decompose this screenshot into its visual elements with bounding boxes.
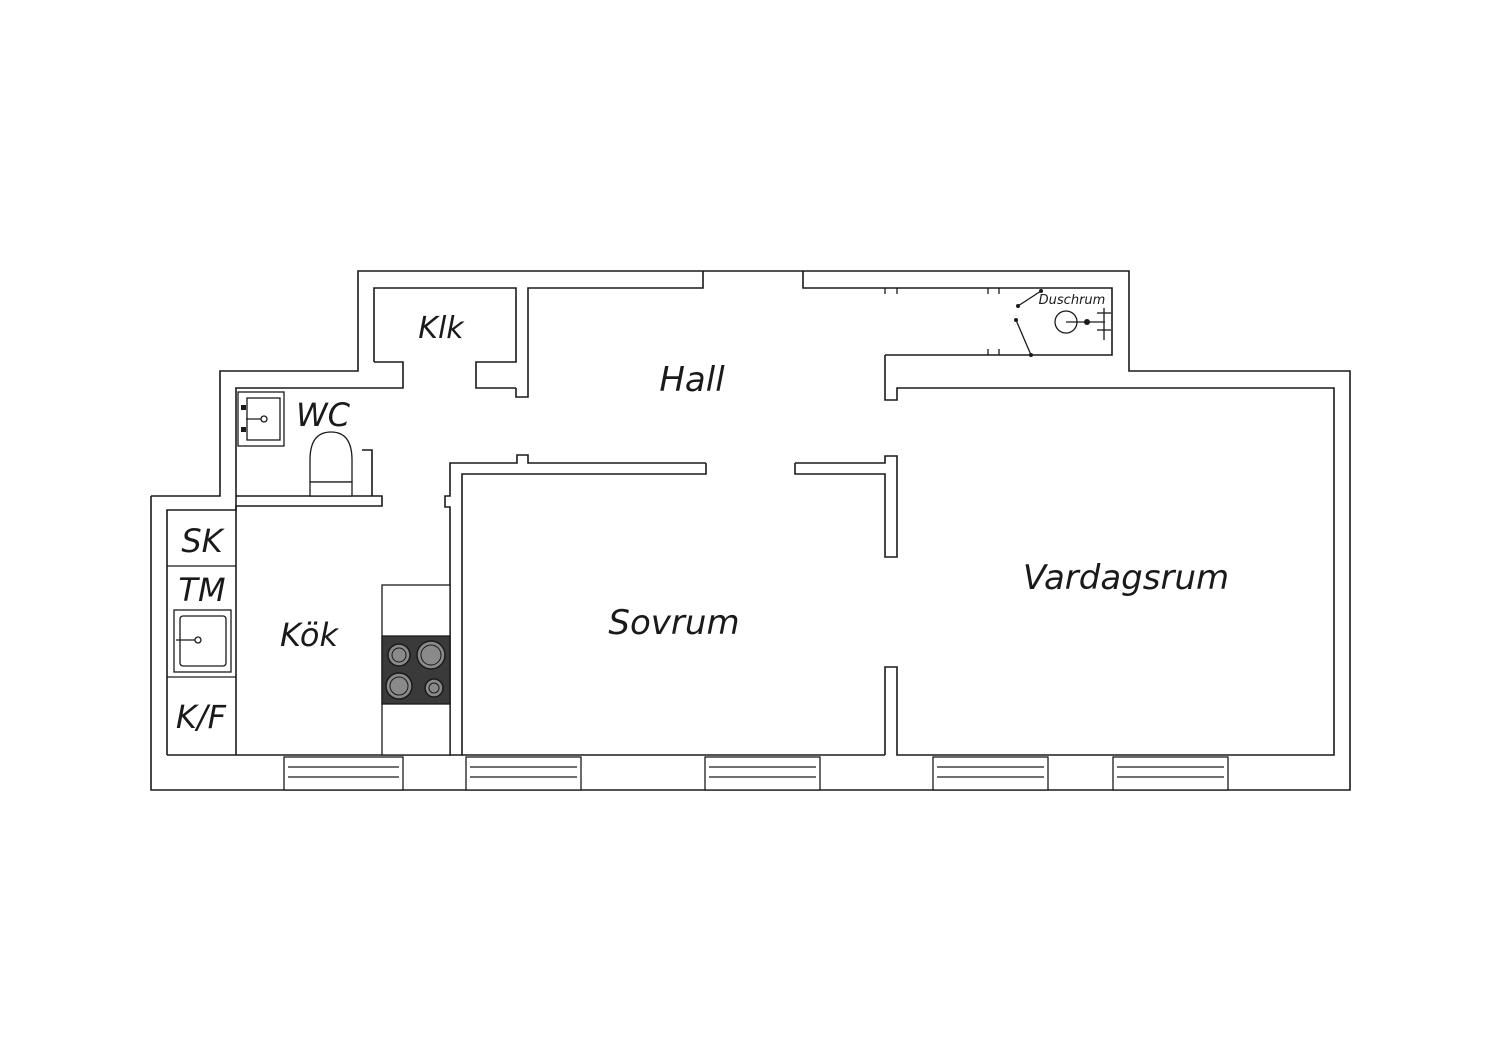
- shower-door-icon: [1017, 290, 1042, 307]
- room-label-duschrum: Duschrum: [1039, 293, 1106, 308]
- hall-vardagsrum-wall: [884, 355, 1335, 756]
- klk-wall: [373, 287, 517, 389]
- toilet-icon: [309, 431, 353, 497]
- room-label-wc: WC: [296, 396, 351, 434]
- label-sk: SK: [181, 522, 225, 560]
- window: [283, 756, 404, 791]
- shower-icon: [1014, 289, 1111, 357]
- label-kf: K/F: [176, 698, 227, 736]
- sovrum-wall: [444, 454, 707, 756]
- room-label-sovrum: Sovrum: [608, 603, 739, 643]
- window: [704, 756, 821, 791]
- shower-door-icon: [1015, 319, 1032, 356]
- wc-right-wall: [362, 449, 373, 496]
- stove-icon: [381, 584, 451, 756]
- kitchen-wall: [166, 387, 362, 755]
- kitchen-sink-icon: [173, 609, 232, 673]
- label-tm: TM: [178, 571, 225, 609]
- sovrum-top-right-wall: [794, 455, 898, 558]
- room-label-klk: Klk: [418, 311, 465, 346]
- outer-wall: [150, 270, 1351, 791]
- wc-sink-icon: [237, 391, 285, 447]
- window: [932, 756, 1049, 791]
- windows: [283, 756, 1229, 791]
- wc-wall: [236, 495, 383, 507]
- window: [465, 756, 582, 791]
- room-label-kok: Kök: [280, 616, 339, 654]
- window: [1112, 756, 1229, 791]
- room-label-vardagsrum: Vardagsrum: [1023, 558, 1229, 598]
- room-label-hall: Hall: [659, 360, 725, 400]
- hall-top-right-wall: [802, 271, 1113, 356]
- klk-wall-left: [362, 361, 404, 389]
- hall-left-wall: [515, 271, 704, 398]
